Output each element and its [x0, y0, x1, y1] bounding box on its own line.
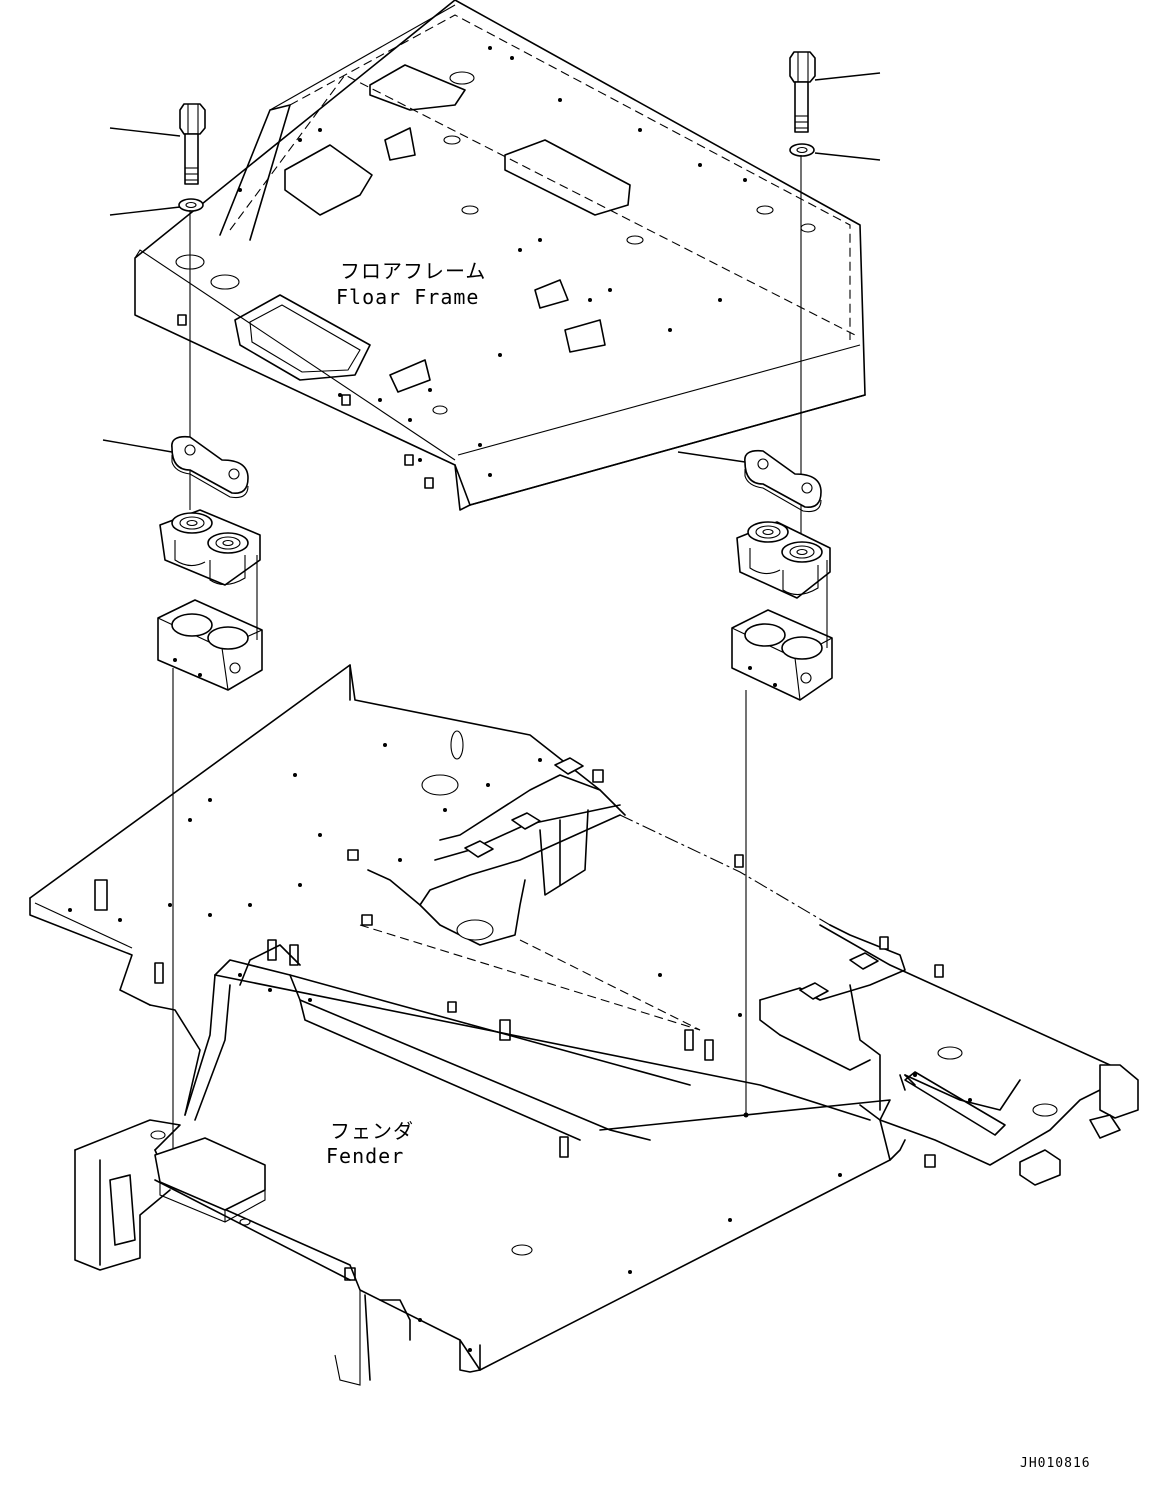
fender-label-en: Fender	[326, 1144, 404, 1168]
drawing-code: JH010816	[1020, 1456, 1091, 1471]
left-stopper-plate	[171, 435, 249, 499]
right-bolt	[789, 51, 816, 133]
left-rubber-mount	[159, 509, 261, 586]
fender-frame	[29, 664, 1139, 1386]
left-bolt	[179, 103, 206, 185]
right-stopper-plate	[744, 449, 822, 513]
floor-frame	[134, 0, 866, 511]
floor-frame-label-en: Floar Frame	[336, 285, 479, 309]
right-rubber-mount	[736, 521, 831, 599]
callout-leaders	[102, 72, 881, 463]
right-mount-housing	[731, 609, 833, 701]
left-mount-stack	[157, 103, 263, 1170]
left-mount-housing	[157, 599, 263, 691]
fender-label-jp: フェンダ	[330, 1119, 414, 1143]
right-mount-stack	[731, 51, 833, 1115]
floor-frame-label-jp: フロアフレーム	[340, 259, 486, 283]
